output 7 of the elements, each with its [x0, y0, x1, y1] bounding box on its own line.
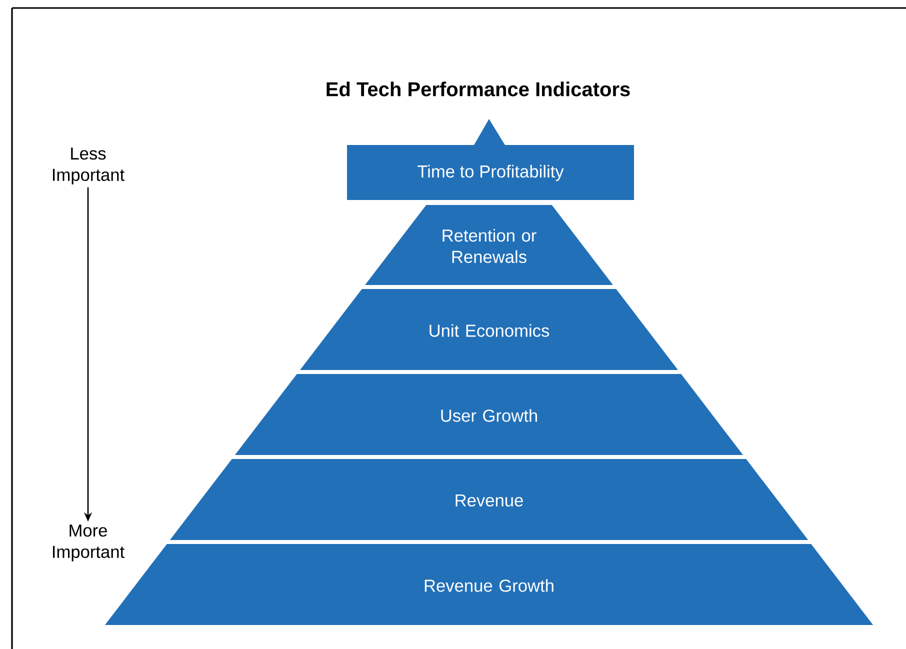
pyramid-level: User Growth: [234, 374, 743, 455]
title: Ed Tech Performance Indicators: [326, 82, 630, 96]
side-label: Less Important: [53, 148, 124, 184]
pyramid-level: Retention or Renewals: [365, 205, 613, 285]
pyramid-tip-box: Time to Profitability: [347, 119, 634, 200]
pyramid-level: Revenue: [170, 459, 808, 540]
pyramid-level: Unit Economics: [300, 289, 678, 370]
